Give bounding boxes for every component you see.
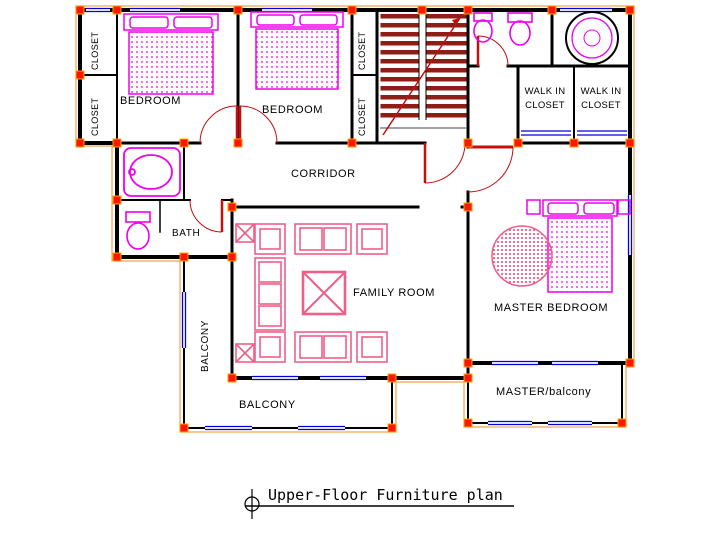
window-symbol — [560, 6, 612, 14]
window-symbols — [86, 6, 634, 432]
window-symbol — [626, 195, 634, 255]
rug-symbol — [491, 225, 553, 287]
column-marker — [463, 358, 473, 368]
column-marker — [179, 252, 189, 262]
window-symbol — [552, 359, 598, 367]
title-block: Upper-Floor Furniture plan — [244, 486, 514, 519]
closet-shelf-lines — [521, 130, 627, 136]
room-label-bedroom-middle: BEDROOM — [262, 104, 324, 116]
column-marker — [463, 5, 473, 15]
room-label-closet-top-left-upper: CLOSET — [90, 31, 100, 70]
window-symbol — [252, 374, 298, 382]
column-marker — [625, 358, 635, 368]
column-marker — [463, 202, 473, 212]
column-marker — [347, 5, 357, 15]
window-symbol — [180, 292, 188, 348]
column-marker — [233, 5, 243, 15]
column-marker — [227, 252, 237, 262]
column-marker — [75, 70, 85, 80]
column-marker — [179, 423, 189, 433]
column-marker — [463, 373, 473, 383]
window-symbol — [298, 424, 345, 432]
column-marker — [463, 418, 473, 428]
column-marker — [625, 5, 635, 15]
door-symbols — [189, 35, 514, 233]
bed-symbol-master — [526, 199, 631, 293]
door-bedroom-left — [199, 105, 239, 144]
room-label-walk-in-closet-right: WALK IN CLOSET — [580, 86, 622, 112]
column-marker — [227, 373, 237, 383]
room-label-corridor: CORRIDOR — [291, 168, 356, 180]
drawing-title: Upper-Floor Furniture plan — [268, 486, 503, 504]
window-symbol — [488, 419, 532, 427]
bed-symbol-bedroom-middle — [250, 11, 344, 90]
window-symbol — [86, 6, 110, 14]
column-marker — [547, 5, 557, 15]
column-marker — [112, 195, 122, 205]
room-label-balcony-bottom: BALCONY — [239, 399, 296, 411]
window-symbol — [548, 419, 592, 427]
column-marker — [227, 202, 237, 212]
column-marker — [617, 418, 627, 428]
column-marker — [233, 138, 243, 148]
column-marker — [513, 138, 523, 148]
column-markers — [75, 5, 635, 433]
datum-marker-icon — [244, 489, 260, 519]
sink-symbol-top-right — [473, 12, 493, 43]
window-symbol — [492, 359, 538, 367]
column-marker — [347, 138, 357, 148]
door-bath-left — [189, 199, 224, 233]
column-marker — [417, 5, 427, 15]
window-symbol — [205, 424, 252, 432]
room-label-bedroom-left: BEDROOM — [120, 95, 182, 107]
room-label-closet-top-left-lower: CLOSET — [90, 97, 100, 136]
window-symbol — [320, 374, 366, 382]
sofa-set-symbol — [235, 223, 388, 363]
bed-symbol-bedroom-left — [123, 13, 219, 95]
column-marker — [463, 138, 473, 148]
window-symbol — [130, 6, 180, 14]
column-marker — [112, 138, 122, 148]
door-stairs — [423, 142, 466, 184]
column-marker — [387, 423, 397, 433]
column-marker — [569, 138, 579, 148]
bathtub-symbol — [123, 147, 181, 197]
column-marker — [112, 252, 122, 262]
column-marker — [75, 5, 85, 15]
toilet-symbol-top-right — [507, 12, 533, 46]
room-label-master-bedroom: MASTER BEDROOM — [494, 302, 609, 314]
column-marker — [625, 138, 635, 148]
door-bath-top-right — [476, 35, 509, 67]
column-marker — [112, 5, 122, 15]
column-marker — [179, 138, 189, 148]
room-label-bath: BATH — [172, 228, 201, 239]
spa-tub-symbol — [565, 11, 619, 65]
room-label-balcony-side: BALCONY — [200, 320, 211, 372]
room-label-closet-mid-upper: CLOSET — [357, 31, 367, 70]
room-label-master-balcony: MASTER/balcony — [496, 386, 592, 398]
column-marker — [75, 138, 85, 148]
room-label-closet-mid-lower: CLOSET — [357, 97, 367, 136]
room-label-walk-in-closet-left: WALK IN CLOSET — [524, 86, 566, 112]
room-label-family-room: FAMILY ROOM — [353, 287, 435, 299]
furniture — [123, 11, 631, 363]
door-master-entry — [467, 145, 514, 193]
door-bedroom-middle — [238, 105, 278, 144]
column-marker — [387, 373, 397, 383]
toilet-symbol-bath — [125, 211, 151, 250]
stairs-symbol — [380, 12, 467, 136]
